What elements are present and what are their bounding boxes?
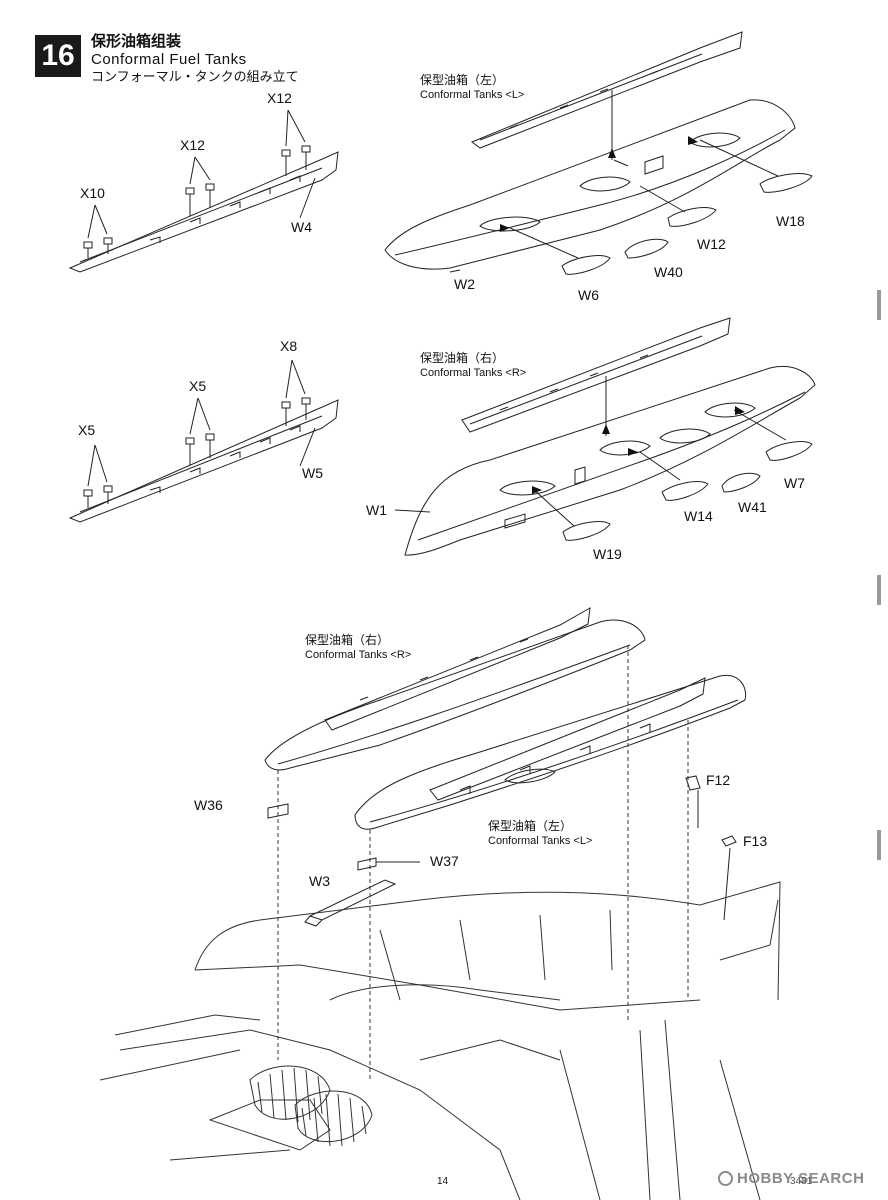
caption-en: Conformal Tanks <L> <box>488 835 593 847</box>
step-number-badge: 16 <box>35 35 81 77</box>
caption-cn: 保型油箱（左） <box>420 73 505 87</box>
part-label-w12: W12 <box>697 236 726 252</box>
step-title-en: Conformal Fuel Tanks <box>91 51 247 68</box>
caption-cn: 保型油箱（左） <box>488 819 573 833</box>
part-label-w6: W6 <box>578 287 599 303</box>
step-title-block: 保形油箱组装 Conformal Fuel Tanks コンフォーマル・タンクの… <box>91 32 299 86</box>
caption-left-tank-bottom: 保型油箱（左） Conformal Tanks <L> <box>488 818 592 848</box>
part-label-f12: F12 <box>706 772 731 788</box>
part-label-w5: W5 <box>302 465 323 481</box>
part-label-w18: W18 <box>776 213 805 229</box>
caption-left-tank-top: 保型油箱（左） Conformal Tanks <L> <box>420 72 524 102</box>
part-label-w19: W19 <box>593 546 622 562</box>
part-label-w1: W1 <box>366 502 387 518</box>
tank-lower-left <box>354 674 747 830</box>
watermark-text: HOBBY SEARCH <box>737 1170 865 1187</box>
caption-en: Conformal Tanks <R> <box>420 367 527 379</box>
part-label-x12: X12 <box>267 90 292 106</box>
caption-cn: 保型油箱（右） <box>305 633 390 647</box>
part-label-w41: W41 <box>738 499 767 515</box>
part-label-w37: W37 <box>430 853 459 869</box>
part-label-x8: X8 <box>280 338 298 354</box>
tank-lower-right <box>264 607 646 771</box>
caption-en: Conformal Tanks <L> <box>420 89 525 101</box>
part-label-w36: W36 <box>194 797 223 813</box>
caption-cn: 保型油箱（右） <box>420 351 505 365</box>
part-label-x5: X5 <box>78 422 96 438</box>
tank-w2 <box>384 31 813 275</box>
part-label-f13: F13 <box>743 833 768 849</box>
page-number: 14 <box>437 1176 449 1187</box>
rail-w5 <box>68 359 339 523</box>
part-label-x10: X10 <box>80 185 105 201</box>
caption-right-tank-mid: 保型油箱（右） Conformal Tanks <R> <box>420 350 526 380</box>
registration-mark <box>877 830 881 860</box>
caption-right-tank-bottom: 保型油箱（右） Conformal Tanks <R> <box>305 632 411 662</box>
registration-mark <box>877 290 881 320</box>
product-code: 3481 <box>790 1176 813 1187</box>
registration-mark <box>877 575 881 605</box>
tank-w1 <box>394 317 816 556</box>
part-label-w3: W3 <box>309 873 330 889</box>
part-label-w7: W7 <box>784 475 805 491</box>
part-label-x5: X5 <box>189 378 207 394</box>
part-label-w4: W4 <box>291 219 312 235</box>
part-label-w2: W2 <box>454 276 475 292</box>
watermark-logo-icon <box>718 1171 733 1186</box>
part-label-w40: W40 <box>654 264 683 280</box>
rail-w4 <box>68 109 339 273</box>
fuselage <box>99 881 781 1200</box>
step-title-cn: 保形油箱组装 <box>91 32 182 50</box>
part-label-w14: W14 <box>684 508 713 524</box>
step-title-jp: コンフォーマル・タンクの組み立て <box>91 70 299 85</box>
part-label-x12: X12 <box>180 137 205 153</box>
caption-en: Conformal Tanks <R> <box>305 649 412 661</box>
watermark: HOBBY SEARCH <box>718 1170 864 1187</box>
